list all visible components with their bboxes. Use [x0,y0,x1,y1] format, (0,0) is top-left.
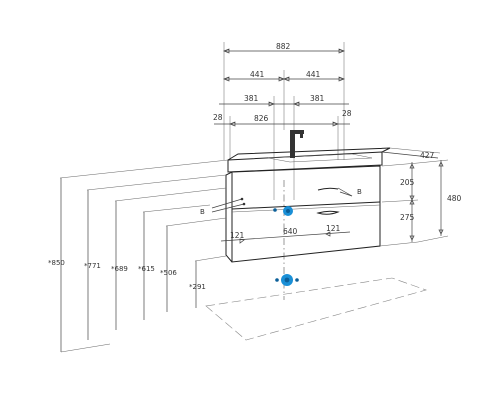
top-dimension-chain: 882 441 441 381 381 28 826 28 [213,42,352,200]
b-markers: B B [200,187,362,216]
dim-615: *615 [138,265,155,273]
faucet-icon [290,130,304,158]
dim-882: 882 [276,42,291,51]
dim-28-right: 28 [342,109,352,118]
pipe-dimensions: 121 640 121 [220,224,351,244]
dim-640: 640 [283,227,298,236]
dim-480: 480 [447,194,462,203]
hot-outlet-left-icon [273,208,277,212]
left-height-dimensions: *850 *771 *689 *615 *506 *291 [48,159,229,352]
dim-441-left: 441 [250,70,265,79]
floor-outline [60,277,427,353]
dim-275: 275 [400,213,415,222]
dim-506: *506 [160,269,177,277]
dim-121-right: 121 [326,224,341,233]
water-outlets [273,180,299,300]
dim-427: 427 [420,151,435,160]
dim-28-left: 28 [213,113,223,122]
label-b-left: B [200,208,205,216]
dim-381-right: 381 [310,94,325,103]
dim-771: *771 [84,262,101,270]
vanity-body [225,130,391,263]
dim-441-right: 441 [306,70,321,79]
dim-291: *291 [189,283,206,291]
dim-381-left: 381 [244,94,259,103]
dim-121-left: 121 [230,231,245,240]
label-b-right: B [357,188,362,196]
dim-689: *689 [111,265,128,273]
dim-850: *850 [48,259,65,267]
right-dimensions: 427 205 275 480 [379,147,462,247]
dim-826: 826 [254,114,269,123]
dim-205: 205 [400,178,415,187]
